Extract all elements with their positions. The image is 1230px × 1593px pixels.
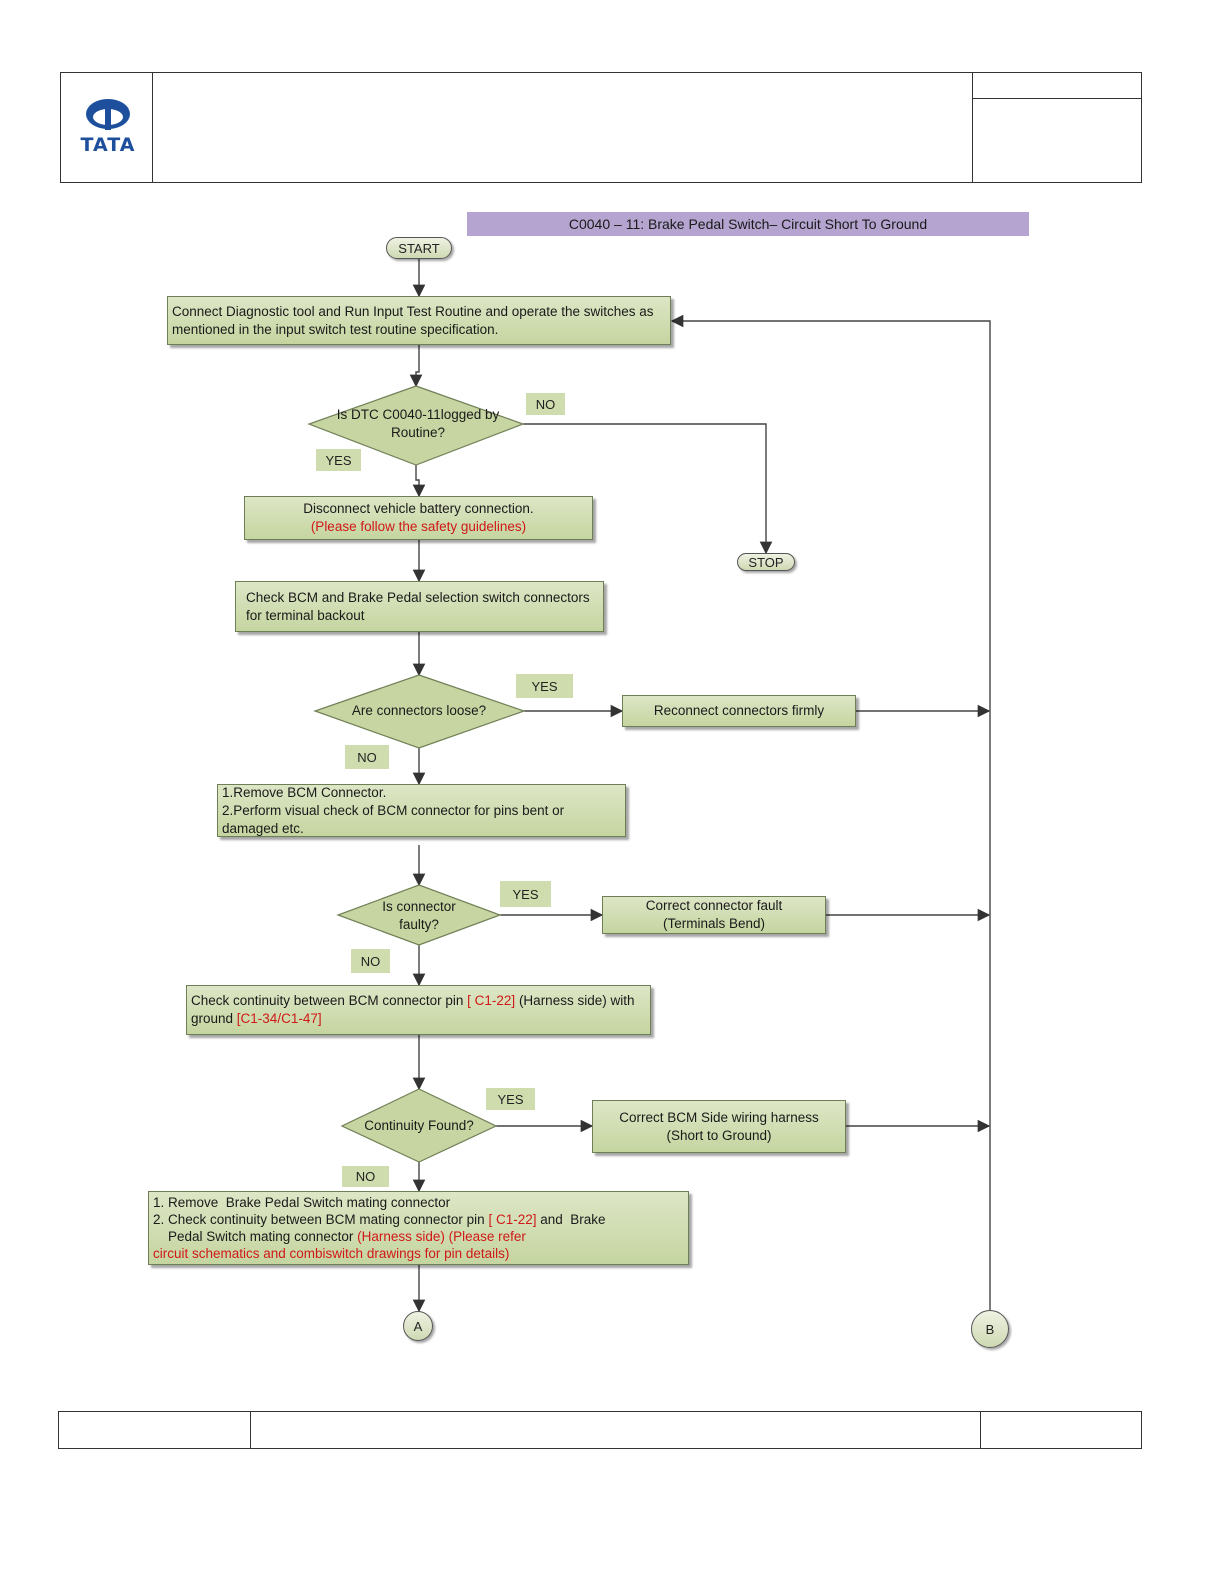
decision3-diamond (336, 884, 502, 946)
decision3-line2: faulty? (399, 917, 439, 932)
header-divider-3 (972, 98, 1142, 99)
step6-line3-text: Pedal Switch mating connector (153, 1229, 358, 1244)
decision2-diamond (313, 674, 526, 749)
footer-divider-2 (980, 1411, 981, 1449)
step6-line3: Pedal Switch mating connector (Harness s… (153, 1228, 684, 1245)
step5-part1: Check continuity between BCM connector p… (191, 993, 468, 1008)
decision1-text: Is DTC C0040-11logged by Routine? (320, 404, 516, 444)
step5-box: Check continuity between BCM connector p… (186, 985, 651, 1035)
step6-box: 1. Remove Brake Pedal Switch mating conn… (148, 1191, 689, 1265)
arrow-decision1-stop (523, 423, 773, 555)
step5-pin: [ C1-22] (467, 993, 516, 1008)
tata-logo-text: TATA (80, 134, 136, 156)
action4-box: Correct BCM Side wiring harness (Short t… (592, 1100, 846, 1153)
start-terminator: START (386, 237, 452, 259)
step2-box: Disconnect vehicle battery connection. (… (244, 496, 593, 540)
step6-line2: 2. Check continuity between BCM mating c… (153, 1211, 684, 1228)
step4-line2: 2.Perform visual check of BCM connector … (222, 802, 565, 836)
step1-text: Connect Diagnostic tool and Run Input Te… (172, 303, 654, 337)
action2-box: Reconnect connectors firmly (622, 695, 856, 727)
decision3-no-label: NO (351, 949, 390, 973)
step3-text: Check BCM and Brake Pedal selection swit… (246, 589, 590, 623)
step2-line1: Disconnect vehicle battery connection. (303, 501, 534, 516)
step6-line4: circuit schematics and combiswitch drawi… (153, 1246, 510, 1261)
decision3-text: Is connector faulty? (350, 897, 488, 935)
decision3-yes-label: YES (500, 881, 551, 907)
decision4-text: Continuity Found? (364, 1118, 474, 1133)
decision1-line2: Routine? (390, 425, 446, 440)
decision1-diamond (307, 385, 525, 466)
decision4-diamond (340, 1088, 498, 1163)
decision3-line1: Is connector (382, 899, 456, 914)
arrow-step1-decision1 (409, 345, 423, 388)
action4-line2: (Short to Ground) (666, 1127, 772, 1143)
step6-line2-text: 2. Check continuity between BCM mating c… (153, 1212, 489, 1227)
step6-line2-pin: [ C1-22] (488, 1212, 537, 1227)
decision4-yes-label: YES (486, 1088, 535, 1110)
step6-line1: 1. Remove Brake Pedal Switch mating conn… (153, 1195, 451, 1210)
footer-frame (58, 1411, 1142, 1449)
decision2-yes-label: YES (516, 674, 573, 698)
action3-line2: (Terminals Bend) (662, 916, 766, 931)
arrow-rail-step1 (670, 314, 991, 1310)
header-divider-2 (972, 72, 973, 183)
arrow-decision1-step2 (412, 465, 426, 498)
step5-ground: [C1-34/C1-47] (236, 1011, 322, 1026)
step6-line2-end: and Brake (536, 1212, 606, 1227)
decision2-text: Are connectors loose? (351, 703, 487, 718)
step4-box: 1.Remove BCM Connector. 2.Perform visual… (217, 784, 626, 837)
action2-text: Reconnect connectors firmly (653, 703, 825, 718)
decision1-no-label: NO (526, 393, 565, 415)
step6-line3-red: (Harness side) (Please refer (357, 1229, 526, 1244)
connector-a: A (403, 1311, 433, 1341)
header-divider-1 (152, 72, 153, 183)
decision1-line1: Is DTC C0040-11logged by (336, 407, 500, 422)
action3-line1: Correct connector fault (645, 898, 783, 913)
action4-line1: Correct BCM Side wiring harness (619, 1109, 819, 1125)
tata-logo: TATA (74, 96, 142, 156)
footer-divider-1 (250, 1411, 251, 1449)
decision4-no-label: NO (342, 1166, 389, 1187)
step5-text: Check continuity between BCM connector p… (191, 992, 646, 1028)
step1-box: Connect Diagnostic tool and Run Input Te… (167, 296, 671, 345)
header-frame (60, 72, 1142, 183)
step3-box: Check BCM and Brake Pedal selection swit… (235, 581, 604, 632)
step2-line2: (Please follow the safety guidelines) (310, 519, 527, 534)
page-title: C0040 – 11: Brake Pedal Switch– Circuit … (467, 212, 1029, 236)
step4-line1: 1.Remove BCM Connector. (222, 784, 387, 800)
decision1-yes-label: YES (316, 449, 361, 471)
action3-box: Correct connector fault (Terminals Bend) (602, 896, 826, 934)
connector-b: B (971, 1310, 1009, 1348)
tata-logo-icon (86, 99, 130, 130)
step5-part2: (Harness side) with ground (191, 993, 635, 1026)
decision2-no-label: NO (345, 745, 389, 769)
stop-terminator: STOP (737, 553, 795, 571)
